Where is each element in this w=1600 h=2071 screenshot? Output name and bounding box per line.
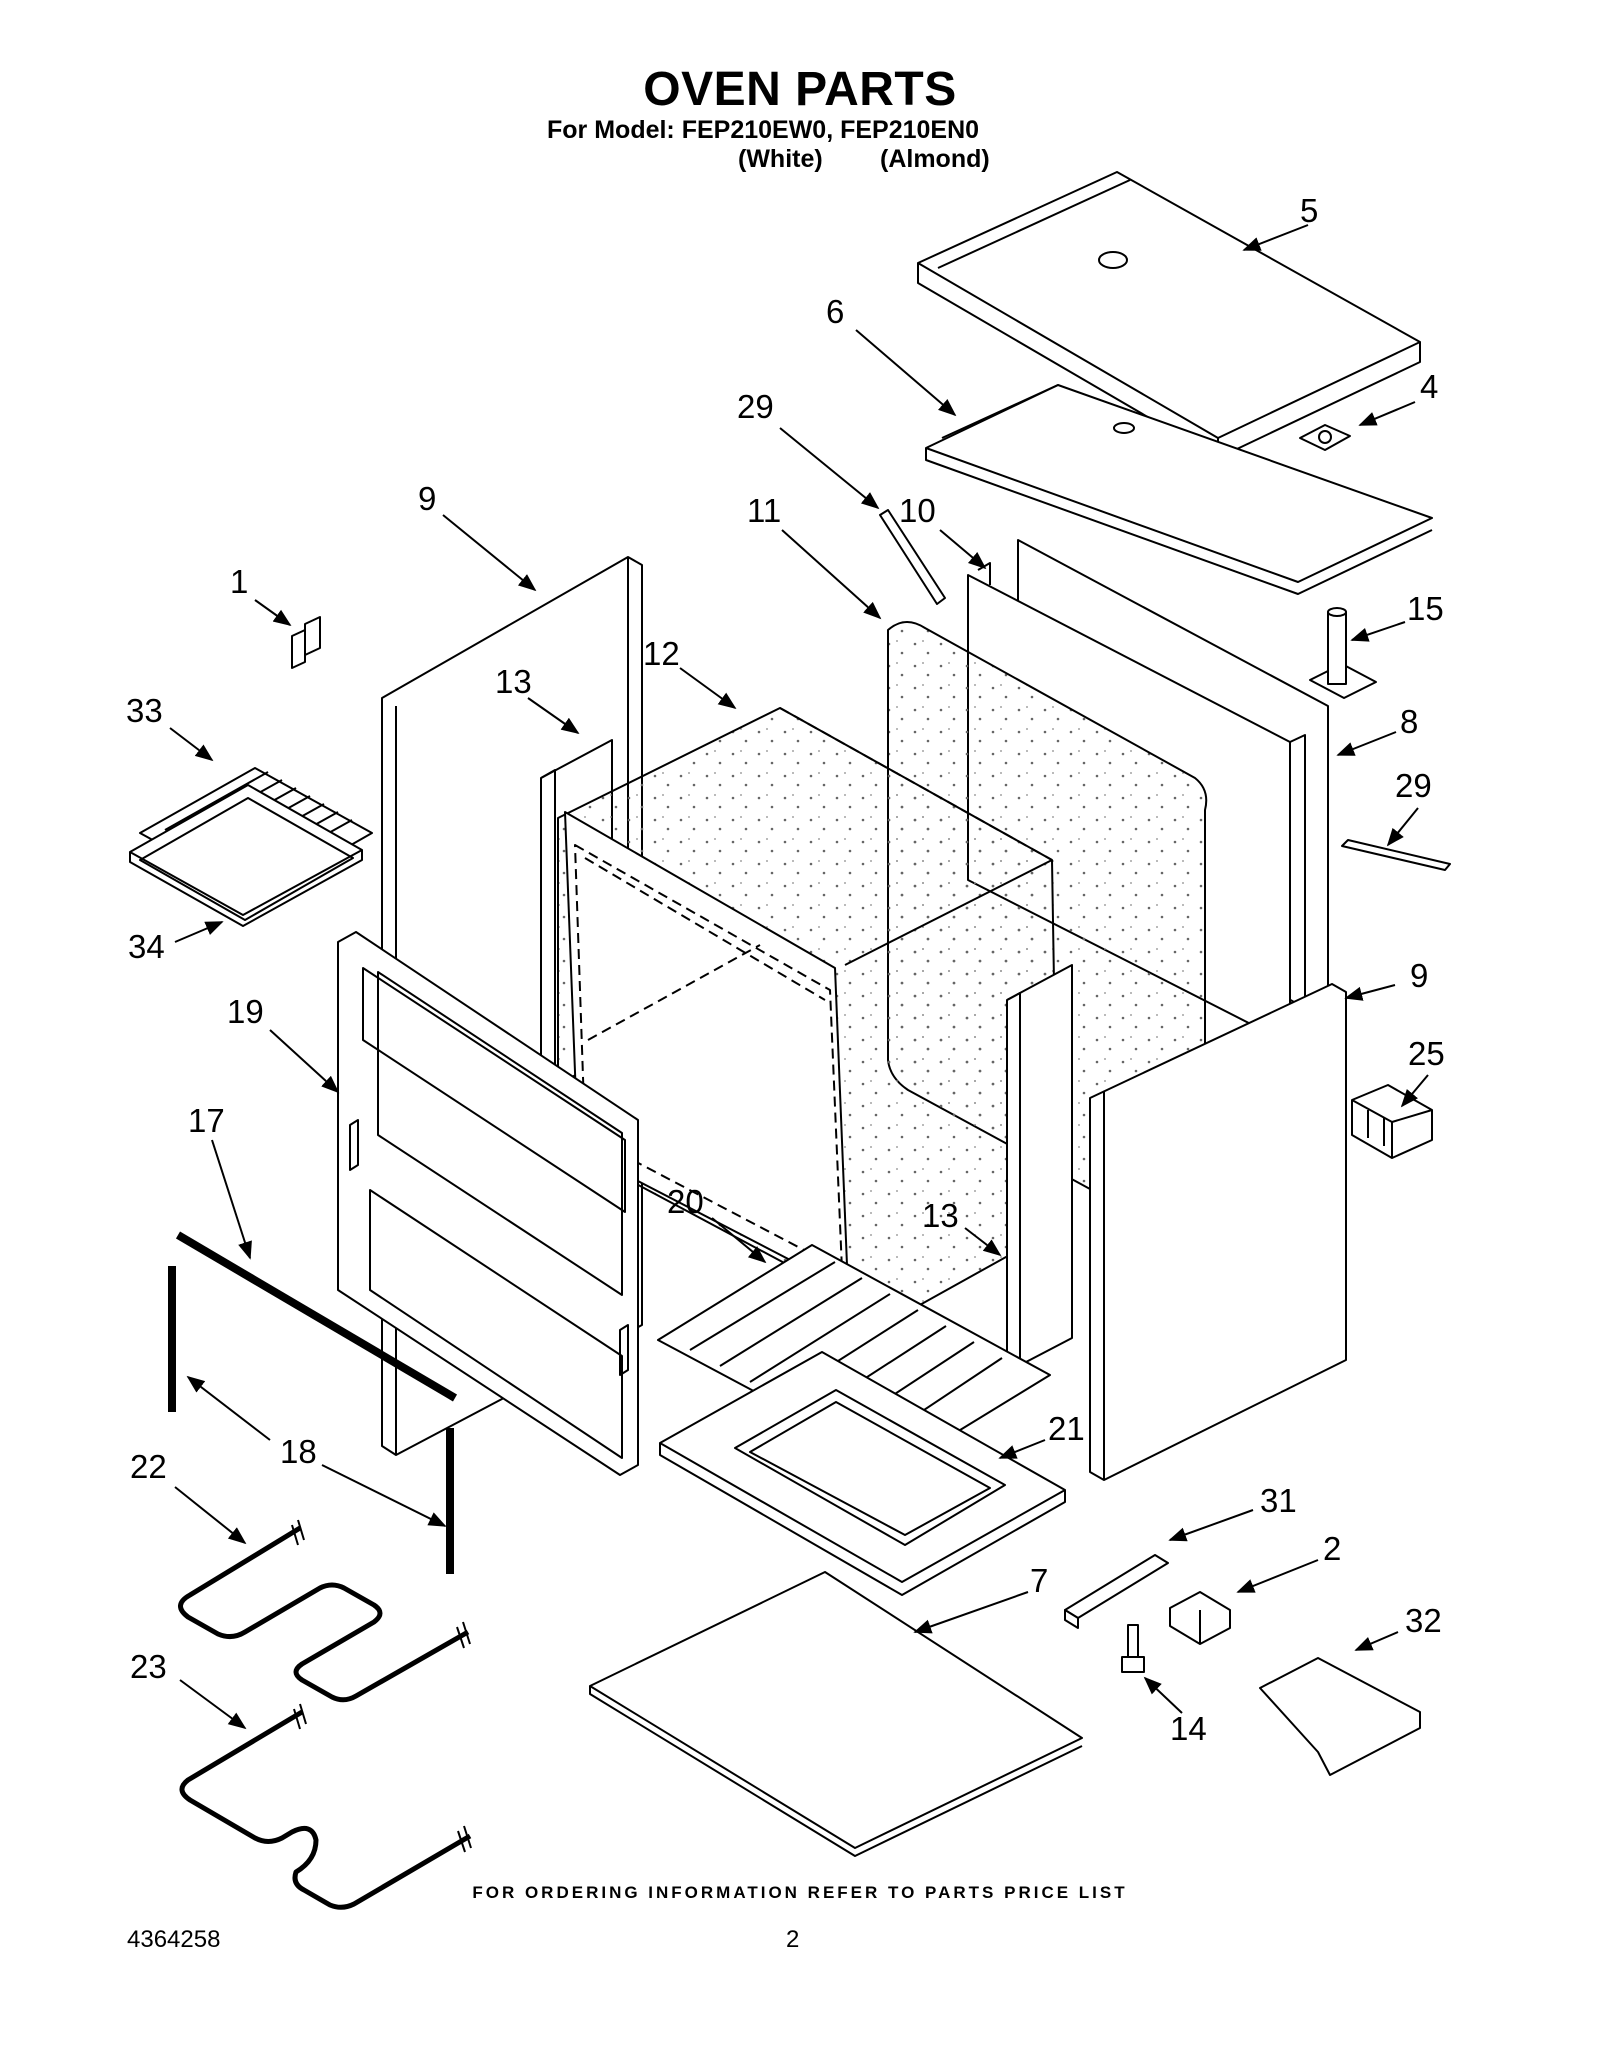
callout-2: 2	[1323, 1530, 1341, 1567]
callout-32: 32	[1405, 1602, 1442, 1639]
callout-7: 7	[1030, 1562, 1048, 1599]
leader-6	[855, 329, 957, 417]
leader-29-upper	[779, 427, 880, 510]
color-white-label: (White)	[738, 145, 823, 173]
model-line: For Model: FEP210EW0, FEP210EN0	[547, 116, 980, 144]
leader-23	[179, 1679, 247, 1730]
leader-17	[211, 1139, 252, 1260]
callout-9-right: 9	[1410, 957, 1428, 994]
callout-11: 11	[747, 492, 781, 529]
leader-25	[1400, 1074, 1429, 1108]
leader-8	[1336, 731, 1397, 756]
anti-tip-bracket-part	[1064, 1554, 1169, 1629]
leader-13-upper	[527, 697, 580, 735]
leader-20	[711, 1217, 767, 1264]
leveling-leg-part	[1121, 1624, 1145, 1673]
callout-31: 31	[1260, 1482, 1297, 1519]
callout-5: 5	[1300, 192, 1318, 229]
leader-4	[1358, 401, 1416, 426]
callout-1: 1	[230, 563, 248, 600]
callout-12: 12	[643, 635, 680, 672]
oven-top-liner-part	[925, 384, 1433, 595]
leader-34	[174, 921, 224, 943]
leader-18-to-right	[321, 1464, 447, 1527]
callout-25: 25	[1408, 1035, 1445, 1072]
leader-14	[1143, 1676, 1183, 1714]
leader-10	[939, 529, 987, 570]
ordering-note: FOR ORDERING INFORMATION REFER TO PARTS …	[472, 1883, 1128, 1902]
leader-12	[679, 667, 737, 710]
hinge-receptacle-part	[1351, 1084, 1433, 1159]
leader-9-right	[1344, 984, 1396, 1001]
bake-element-part	[178, 1519, 471, 1703]
leader-13-lower	[964, 1227, 1002, 1257]
bracket-small-part	[291, 616, 321, 669]
leader-7	[913, 1591, 1029, 1634]
leader-22	[174, 1486, 247, 1545]
leader-11	[781, 529, 882, 620]
door-gasket-part	[175, 1231, 458, 1402]
leader-29-right	[1386, 807, 1419, 847]
callout-34: 34	[128, 928, 165, 965]
leader-18-to-left	[186, 1375, 271, 1441]
callout-13-upper: 13	[495, 663, 532, 700]
leader-31	[1168, 1509, 1254, 1542]
vent-clip-part	[1299, 424, 1351, 451]
callout-13-lower: 13	[922, 1197, 959, 1234]
leader-32	[1354, 1631, 1399, 1651]
insulation-retainer-strip-upper	[879, 509, 946, 605]
callout-18: 18	[280, 1433, 317, 1470]
callout-4: 4	[1420, 368, 1438, 405]
leader-9-left	[442, 514, 537, 592]
callout-6: 6	[826, 293, 844, 330]
callout-29-upper: 29	[737, 388, 774, 425]
leader-5	[1242, 224, 1309, 251]
callout-22: 22	[130, 1448, 167, 1485]
oven-bottom-part	[659, 1351, 1066, 1596]
leader-2	[1236, 1559, 1319, 1593]
callout-29-right: 29	[1395, 767, 1432, 804]
front-frame-part	[337, 931, 639, 1476]
document-number: 4364258	[127, 1926, 221, 1953]
oven-side-trim-right	[1006, 964, 1073, 1373]
leader-15	[1350, 621, 1406, 642]
leveling-bracket-part	[1169, 1591, 1231, 1645]
mounting-plate-part	[1259, 1657, 1421, 1776]
callout-17: 17	[188, 1102, 225, 1139]
callout-23: 23	[130, 1648, 167, 1685]
callout-8: 8	[1400, 703, 1418, 740]
broil-element-part	[179, 1703, 472, 1910]
page-title: OVEN PARTS	[643, 63, 957, 116]
color-almond-label: (Almond)	[880, 145, 990, 173]
leader-33	[169, 727, 214, 762]
leader-21	[998, 1439, 1046, 1459]
callout-21: 21	[1048, 1410, 1085, 1447]
callout-14: 14	[1170, 1710, 1207, 1747]
page-number: 2	[786, 1926, 800, 1953]
insulation-retainer-strip-right	[1341, 839, 1451, 871]
gasket-side-strips	[168, 1266, 454, 1574]
callout-33: 33	[126, 692, 163, 729]
broil-pan	[129, 784, 363, 927]
callout-20: 20	[667, 1183, 704, 1220]
callout-19: 19	[227, 993, 264, 1030]
oven-floor-panel	[589, 1571, 1083, 1857]
callout-15: 15	[1407, 590, 1444, 627]
callout-9-left: 9	[418, 480, 436, 517]
right-side-panel	[1089, 983, 1347, 1481]
callout-10: 10	[899, 492, 936, 529]
terminal-post-part	[1309, 607, 1377, 699]
leader-19	[269, 1029, 340, 1094]
leader-1	[254, 599, 292, 627]
